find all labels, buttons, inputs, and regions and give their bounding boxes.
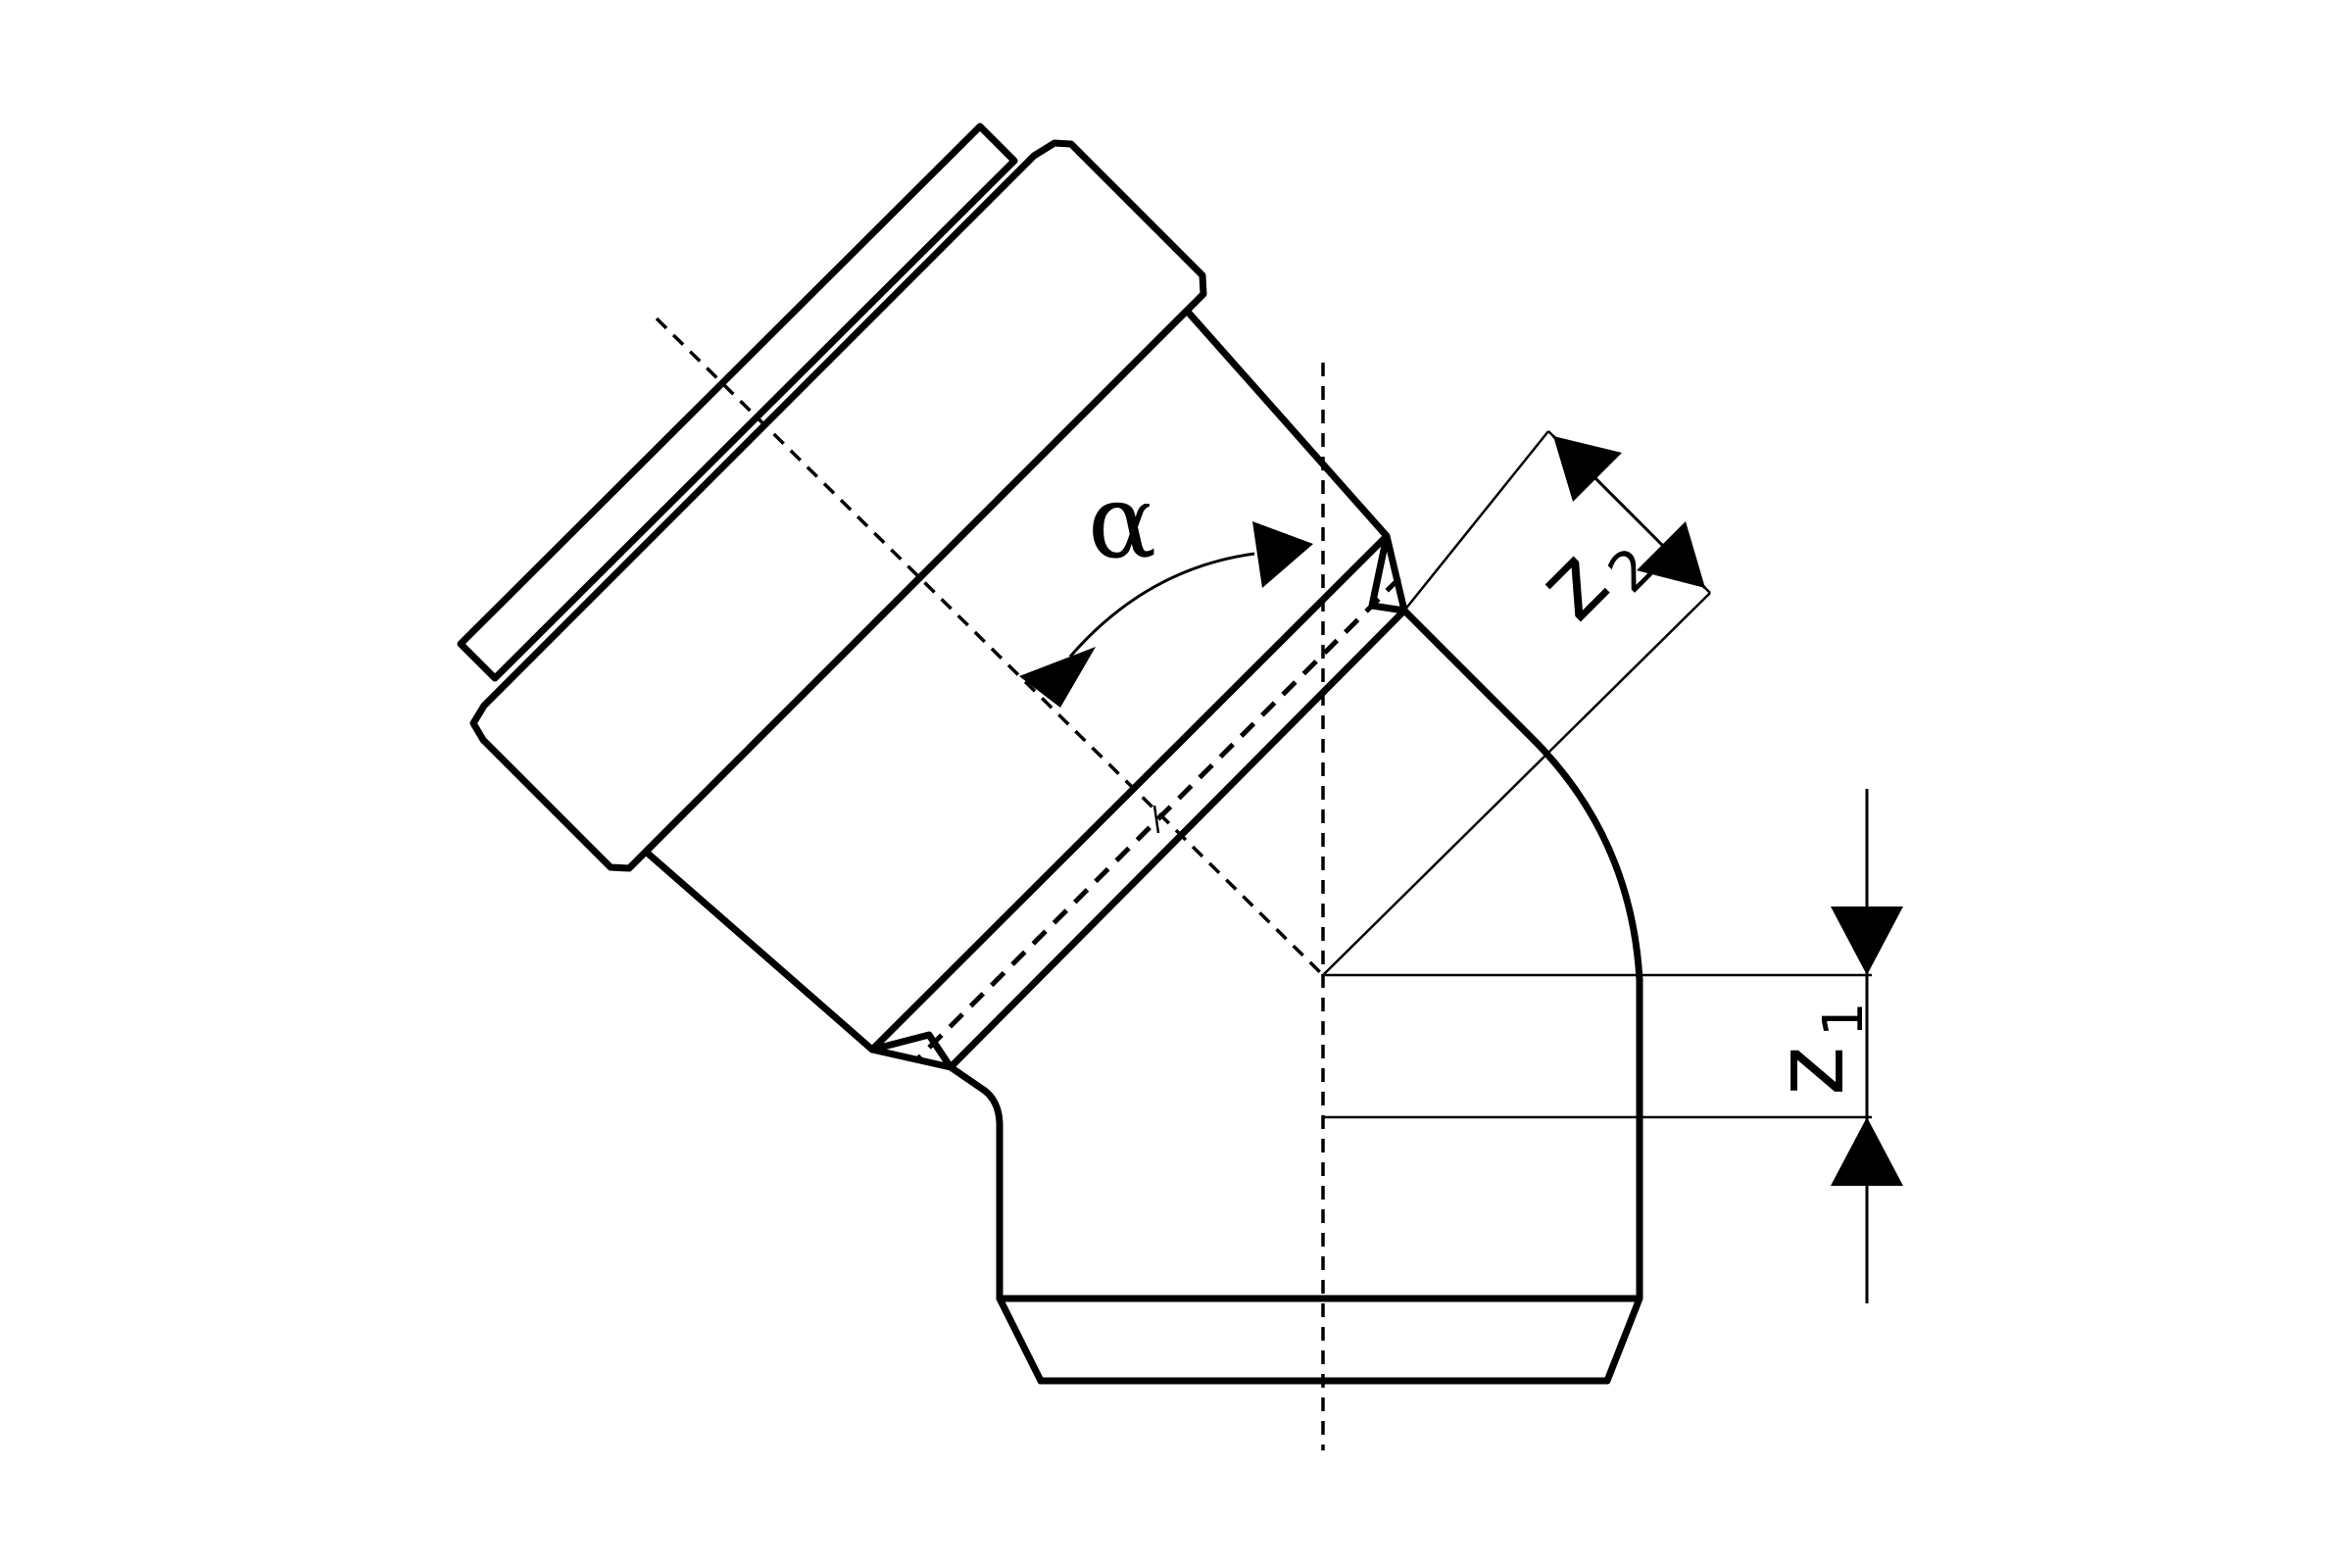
seam-edge [947,607,1408,1071]
elbow-body [947,607,1643,1385]
z1-subscript: 1 [1812,1002,1876,1037]
elbow-outline [947,607,1643,1385]
angled-axis [655,317,1325,977]
angled-socket [457,122,1408,1071]
z2-dimension: z 2 [1322,430,1711,976]
angle-label: α [1088,462,1156,581]
z2-arrow-bottom-icon [1637,521,1705,588]
z1-dimension: z 1 [1323,789,1903,1303]
z2-arrow-top-icon [1553,436,1622,502]
seam-cross-mark [1152,805,1160,834]
angle-dimension: α [1019,462,1313,708]
z1-letter: z [1755,1047,1865,1096]
z2-extension-outer [1322,592,1711,976]
seam-dash-line [914,576,1401,1062]
center-lines [655,317,1401,1450]
angle-arrow-right-icon [1252,521,1313,588]
collar-strip [457,122,1018,682]
seam-wedge-top [1368,532,1408,614]
z2-extension-tip [1403,430,1549,612]
angle-arc [1068,552,1255,658]
socket-collar [469,139,1207,872]
angle-arrow-left-icon [1019,647,1096,708]
seam-wedge-bottom [868,1031,955,1071]
z1-arrow-bottom-icon [1831,1117,1903,1186]
z1-arrow-top-icon [1831,906,1903,975]
